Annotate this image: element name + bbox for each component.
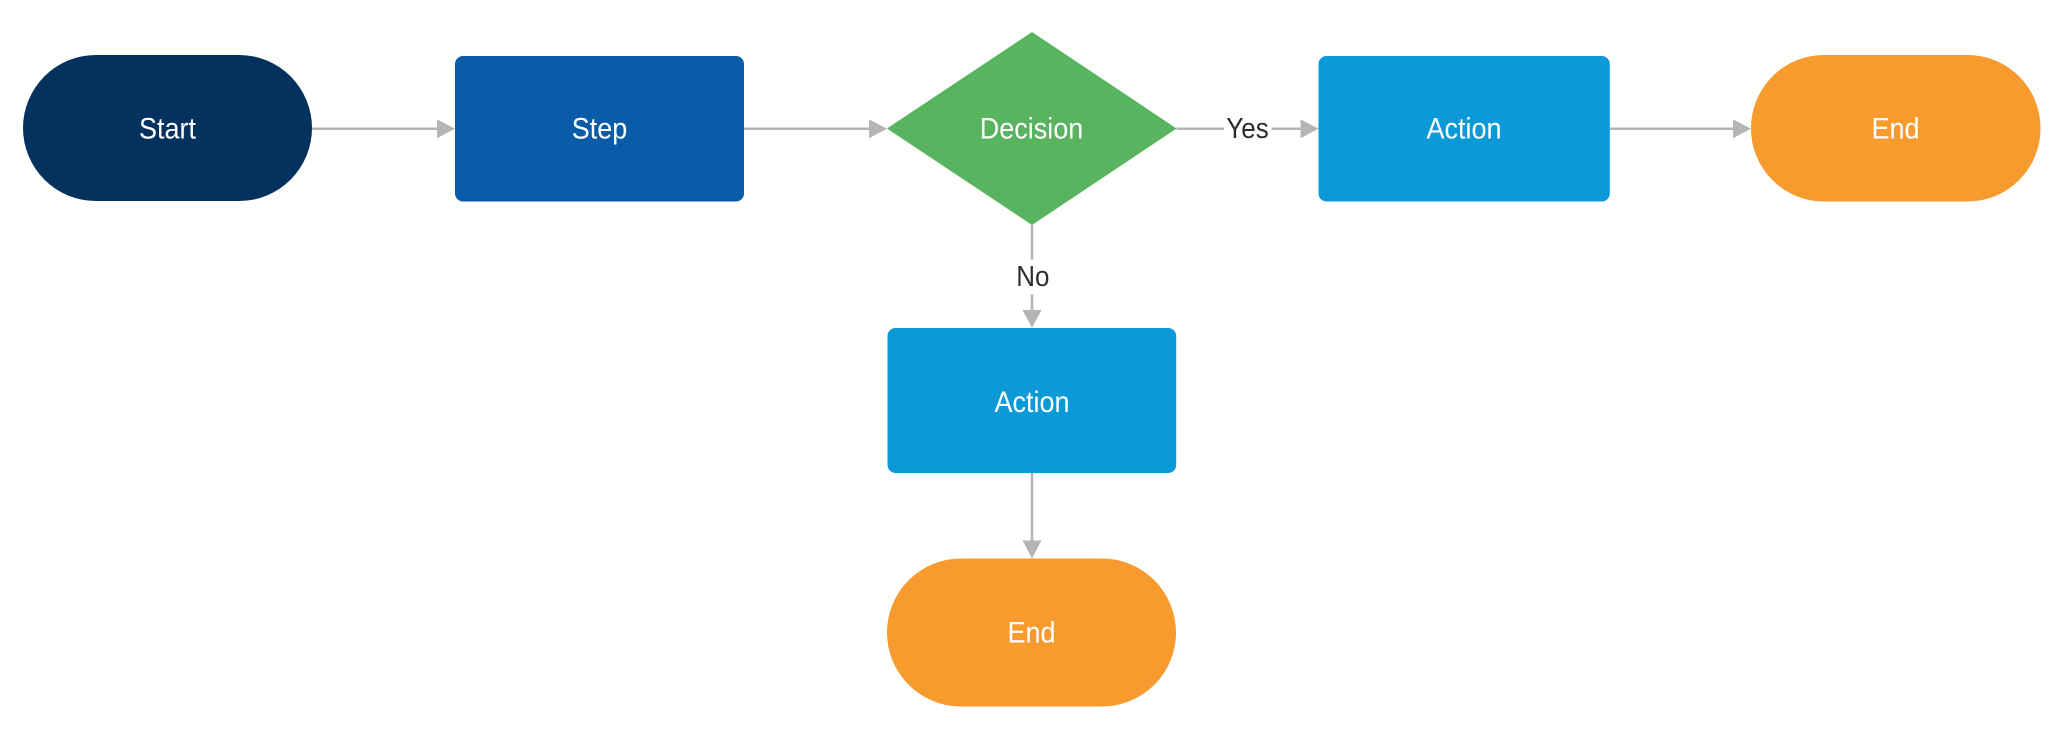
svg-text:No: No [1016,260,1049,292]
svg-text:End: End [1871,111,1919,144]
svg-text:Action: Action [994,385,1069,418]
svg-text:End: End [1007,616,1055,649]
svg-text:Action: Action [1426,111,1501,144]
svg-text:Start: Start [139,111,196,144]
svg-text:Yes: Yes [1226,112,1268,144]
svg-text:Step: Step [572,111,628,144]
svg-text:Decision: Decision [980,111,1084,144]
